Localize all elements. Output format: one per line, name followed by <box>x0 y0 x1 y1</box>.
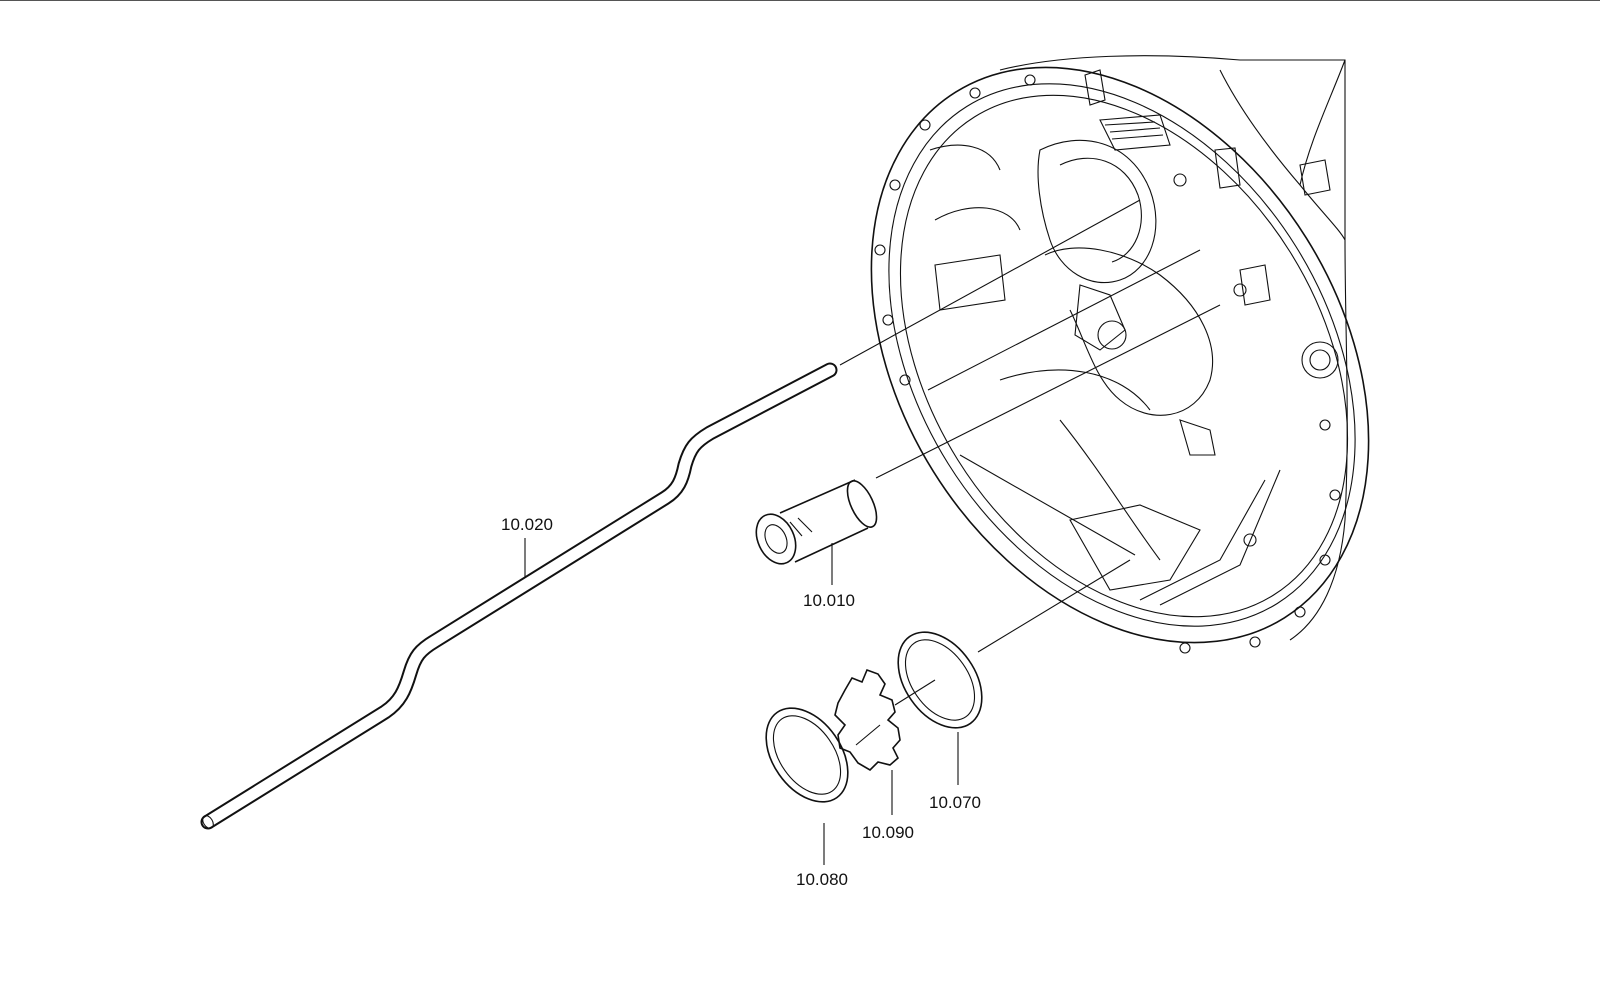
seal-ring-10-070-part <box>897 454 1136 729</box>
label-10-010: 10.010 <box>803 591 855 610</box>
seal-ring-10-080-part <box>765 707 849 803</box>
sleeve-part <box>755 249 1221 565</box>
top-border-line <box>0 0 1600 1</box>
label-10-090: 10.090 <box>862 823 914 842</box>
label-10-080: 10.080 <box>796 870 848 889</box>
oil-pipe-part <box>200 199 1141 830</box>
leader-lines <box>524 538 959 865</box>
label-10-070: 10.070 <box>929 793 981 812</box>
transmission-housing <box>870 55 1370 654</box>
spring-washer-part <box>834 668 936 772</box>
label-10-020: 10.020 <box>501 515 553 534</box>
